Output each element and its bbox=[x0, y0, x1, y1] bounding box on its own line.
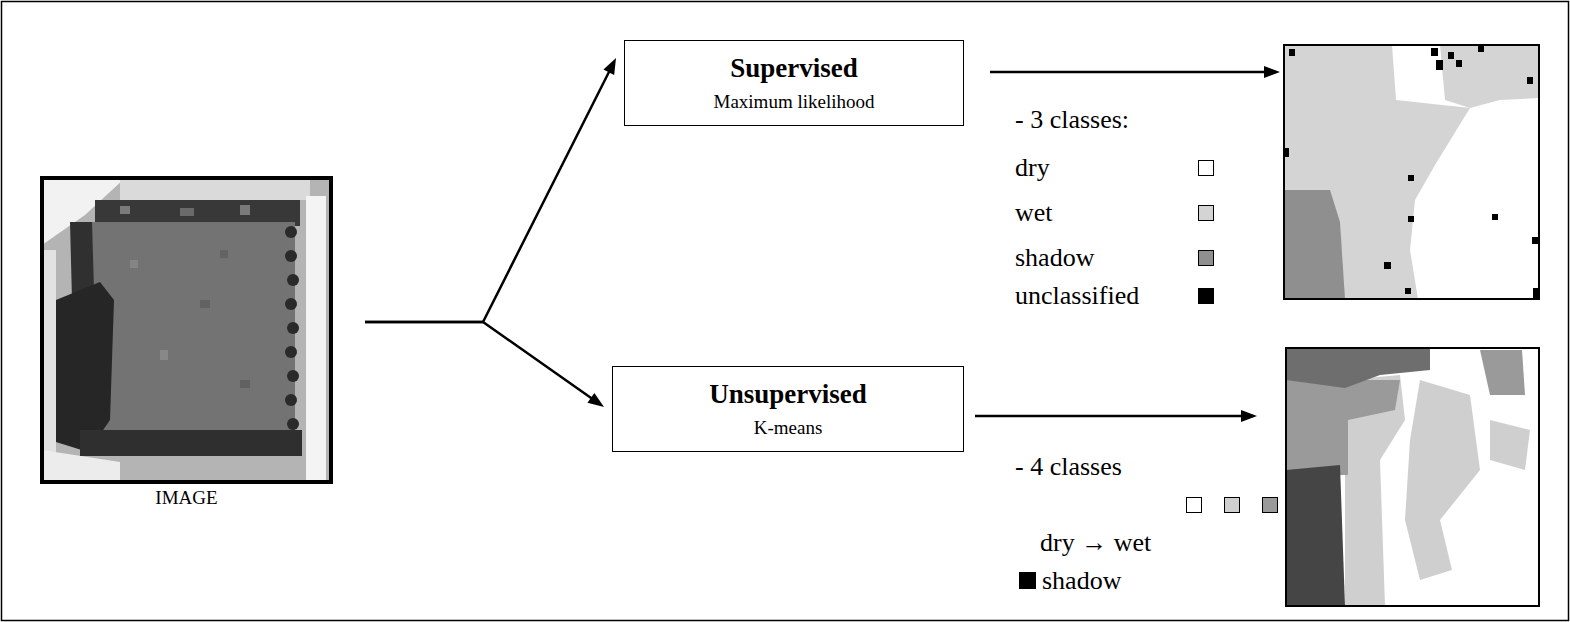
image-panel: IMAGE bbox=[40, 176, 333, 512]
method-title: Unsupervised bbox=[709, 378, 867, 410]
legend-swatch bbox=[1198, 250, 1214, 266]
class-count: - 3 classes: bbox=[1015, 105, 1129, 135]
class-scale-swatches bbox=[1187, 498, 1278, 513]
arrowhead bbox=[587, 393, 604, 407]
connector bbox=[365, 58, 616, 322]
method-subtitle: Maximum likelihood bbox=[714, 90, 875, 114]
legend-text: wet bbox=[1015, 198, 1053, 228]
method-subtitle: K-means bbox=[754, 416, 823, 440]
method-box: UnsupervisedK-means bbox=[612, 366, 964, 452]
legend-swatch bbox=[1198, 160, 1214, 176]
legend-swatch bbox=[1198, 288, 1214, 304]
connector bbox=[365, 322, 604, 407]
method-box: SupervisedMaximum likelihood bbox=[624, 40, 964, 126]
class-count: - 4 classes bbox=[1015, 452, 1122, 482]
legend-text: unclassified bbox=[1015, 281, 1139, 311]
unsupervised-result-map bbox=[1285, 347, 1540, 607]
supervised-result-map bbox=[1283, 44, 1540, 300]
scale-caption: dry → wet bbox=[1040, 528, 1151, 558]
legend-swatch bbox=[1019, 572, 1036, 589]
arrowhead bbox=[603, 58, 616, 75]
method-title: Supervised bbox=[730, 52, 858, 84]
legend-text: shadow bbox=[1015, 243, 1094, 273]
legend-text: shadow bbox=[1042, 566, 1121, 596]
input-image bbox=[40, 176, 333, 484]
connector-line bbox=[365, 71, 610, 322]
connector-line bbox=[365, 322, 593, 399]
legend-text: dry bbox=[1015, 153, 1050, 183]
legend-swatch bbox=[1198, 205, 1214, 221]
result-arrows bbox=[975, 66, 1280, 422]
image-caption: IMAGE bbox=[155, 486, 217, 510]
